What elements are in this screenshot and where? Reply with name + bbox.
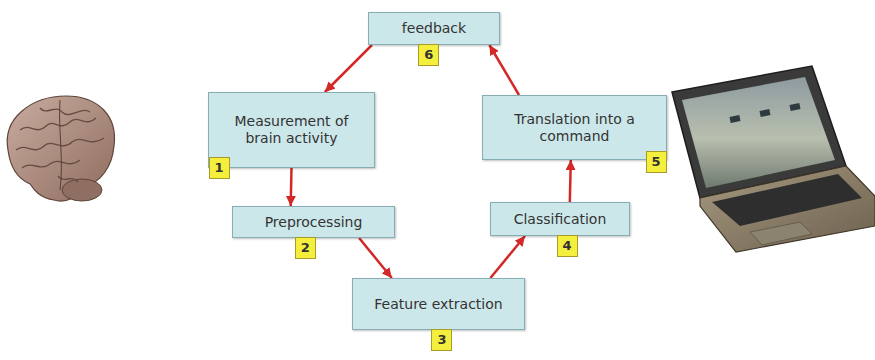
flow-arrow xyxy=(325,45,372,92)
callout-number: 1 xyxy=(209,157,230,179)
laptop-base xyxy=(700,166,875,252)
feedback-box: feedback xyxy=(368,12,500,45)
cerebellum xyxy=(62,179,102,201)
laptop-touchpad xyxy=(750,222,812,245)
callout-number: 4 xyxy=(557,235,578,257)
brain-illustration xyxy=(7,96,114,201)
screen-mark xyxy=(729,115,740,123)
box-label: Preprocessing xyxy=(265,214,363,231)
laptop-screen xyxy=(682,77,835,188)
callout-number: 2 xyxy=(295,237,316,259)
laptop-keyboard xyxy=(712,174,862,226)
screen-mark xyxy=(759,109,770,117)
callout-number: 6 xyxy=(418,44,439,66)
screen-mark xyxy=(789,103,800,111)
callout-number: 5 xyxy=(646,151,667,173)
process-box: Preprocessing xyxy=(232,206,395,238)
flow-arrow xyxy=(490,236,525,278)
process-box: Measurement of brain activity xyxy=(208,92,375,168)
brain-outline xyxy=(7,96,114,201)
laptop-illustration xyxy=(672,66,875,252)
box-label: Feature extraction xyxy=(374,296,502,313)
process-box: Classification xyxy=(490,202,630,236)
flow-arrow xyxy=(570,160,571,202)
process-box: Translation into a command xyxy=(482,95,667,160)
box-label: feedback xyxy=(402,20,466,37)
flow-arrow xyxy=(289,168,292,206)
flow-arrow xyxy=(489,45,519,95)
flow-arrow xyxy=(359,238,392,278)
callout-number: 3 xyxy=(431,329,452,351)
brain-sulcus xyxy=(60,100,62,190)
box-label: Translation into a command xyxy=(491,111,658,145)
box-label: Measurement of brain activity xyxy=(217,113,366,147)
box-label: Classification xyxy=(514,211,607,228)
process-box: Feature extraction xyxy=(352,278,525,330)
